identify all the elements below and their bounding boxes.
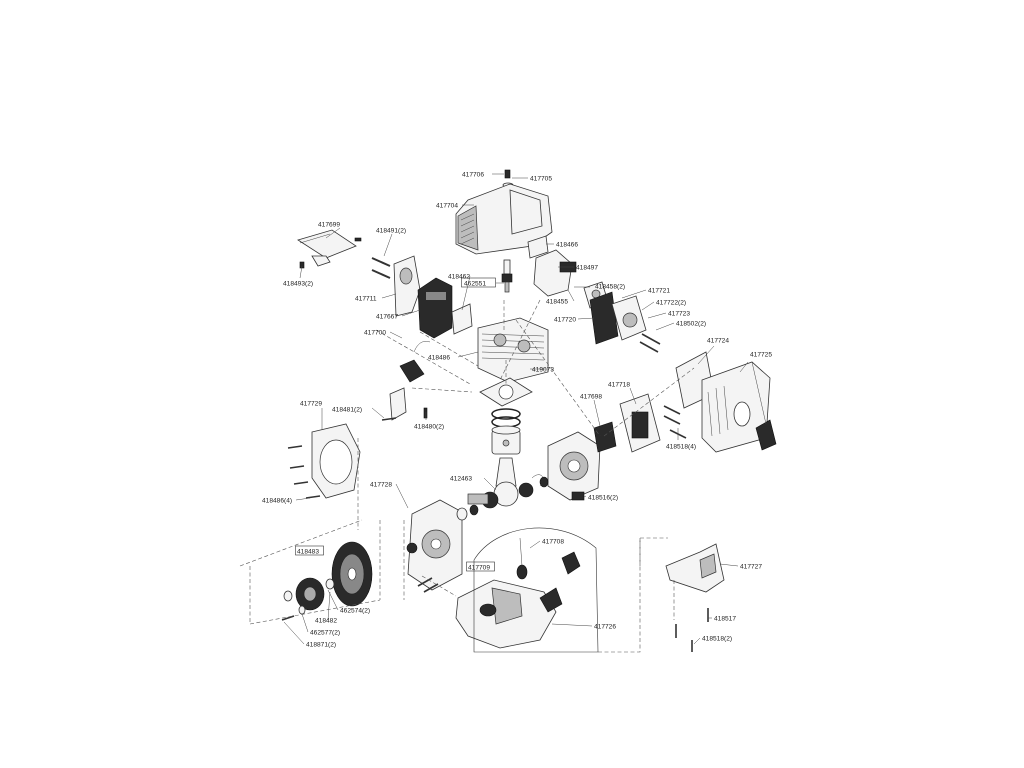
label-418516: 418516(2) — [588, 495, 618, 502]
crankcase-left-part — [406, 499, 463, 591]
part-labels: 417706 417705 417704 417699 418491(2) 41… — [262, 172, 772, 649]
label-418518-4: 418518(4) — [666, 444, 696, 451]
ignition-coil-part — [389, 341, 431, 421]
filter-housing-part — [393, 255, 421, 317]
engine-cover-part — [455, 183, 553, 255]
piston-ring-a — [491, 408, 521, 420]
label-417711: 417711 — [355, 296, 377, 303]
label-418493: 418493(2) — [283, 281, 313, 288]
screw-418481 — [381, 417, 397, 421]
label-418462: 418462 — [448, 274, 470, 281]
label-462574: 462574(2) — [340, 608, 370, 615]
bolt-418502b — [639, 341, 659, 353]
label-418517: 418517 — [714, 616, 736, 623]
filter-element-part — [417, 277, 453, 339]
crankcase-right-part — [547, 431, 601, 501]
label-418486-4: 418486(4) — [262, 498, 292, 505]
label-417723: 417723 — [668, 311, 690, 318]
label-418483: 418483 — [297, 549, 319, 556]
label-418497: 418497 — [576, 265, 598, 272]
label-418482: 418482 — [315, 618, 337, 625]
screws-418491 — [371, 257, 391, 279]
washer-462577 — [298, 605, 306, 615]
label-417704: 417704 — [436, 203, 458, 210]
assembly-lines — [239, 299, 695, 625]
label-418481: 418481(2) — [332, 407, 362, 414]
cylinder-part — [477, 317, 549, 383]
screw-418480 — [423, 407, 428, 419]
base-gasket-part — [479, 377, 533, 407]
label-417667: 417667 — [376, 314, 398, 321]
label-417729: 417729 — [300, 401, 322, 408]
screw-418871 — [281, 615, 295, 621]
label-417706: 417706 — [462, 172, 484, 179]
label-417708: 417708 — [542, 539, 564, 546]
label-417699: 417699 — [318, 222, 340, 229]
fuel-tank-detail-frame — [473, 527, 599, 653]
leader-lines — [283, 173, 767, 645]
label-417725: 417725 — [750, 352, 772, 359]
fuel-tank-frame-link — [598, 537, 668, 653]
label-412463: 412463 — [450, 476, 472, 483]
flywheel-part — [331, 541, 373, 607]
muffler-body-part — [619, 393, 661, 453]
label-frame-417709 — [466, 561, 495, 572]
crankcase-screws — [417, 577, 439, 593]
piston-part — [491, 425, 521, 455]
bolt-418502a — [641, 333, 661, 345]
label-frame-418483 — [295, 545, 324, 556]
crankshaft-part — [467, 457, 544, 509]
air-filter-assembly-part — [589, 291, 647, 345]
handle-bracket-part — [665, 543, 725, 593]
label-418458: 418458(2) — [595, 284, 625, 291]
label-418871: 418871(2) — [306, 642, 336, 649]
fan-housing-screws — [287, 445, 321, 499]
gasket-418462 — [451, 303, 473, 335]
label-418491: 418491(2) — [376, 228, 406, 235]
muffler-cover-part — [701, 361, 777, 453]
label-418486: 418486 — [428, 355, 450, 362]
carb-gasket — [527, 235, 549, 259]
label-419073: 419073 — [532, 367, 554, 374]
label-462551: 462551 — [464, 281, 486, 288]
seal-left — [469, 504, 479, 516]
muffler-gasket-part — [593, 421, 617, 453]
label-417718: 417718 — [608, 382, 630, 389]
spark-plug-part — [501, 259, 513, 293]
label-417722: 417722(2) — [656, 300, 686, 307]
screw-418493 — [299, 261, 305, 269]
fuel-tank-part — [455, 579, 563, 649]
washer-418482 — [283, 590, 293, 602]
label-418480: 418480(2) — [414, 424, 444, 431]
fuel-filter-part — [516, 537, 581, 580]
screw-418493b — [354, 237, 362, 242]
label-418518-2: 418518(2) — [702, 636, 732, 643]
label-418455: 418455 — [546, 299, 568, 306]
label-417727: 417727 — [740, 564, 762, 571]
label-417709: 417709 — [468, 565, 490, 572]
label-417726: 417726 — [594, 624, 616, 631]
bearing-left — [456, 507, 468, 521]
fan-housing-part — [311, 423, 361, 499]
muffler-screws — [663, 405, 687, 439]
clutch-part — [295, 577, 335, 611]
label-417724: 417724 — [707, 338, 729, 345]
label-417698: 417698 — [580, 394, 602, 401]
label-417728: 417728 — [370, 482, 392, 489]
label-418502: 418502(2) — [676, 321, 706, 328]
label-418466: 418466 — [556, 242, 578, 249]
filter-cover-part — [297, 229, 357, 267]
label-417720: 417720 — [554, 317, 576, 324]
label-417721: 417721 — [648, 288, 670, 295]
clip-part — [571, 491, 585, 501]
label-462577: 462577(2) — [310, 630, 340, 637]
label-417700: 417700 — [364, 330, 386, 337]
label-417705: 417705 — [530, 176, 552, 183]
seal-right — [539, 476, 549, 488]
label-frame-462551 — [461, 277, 496, 288]
